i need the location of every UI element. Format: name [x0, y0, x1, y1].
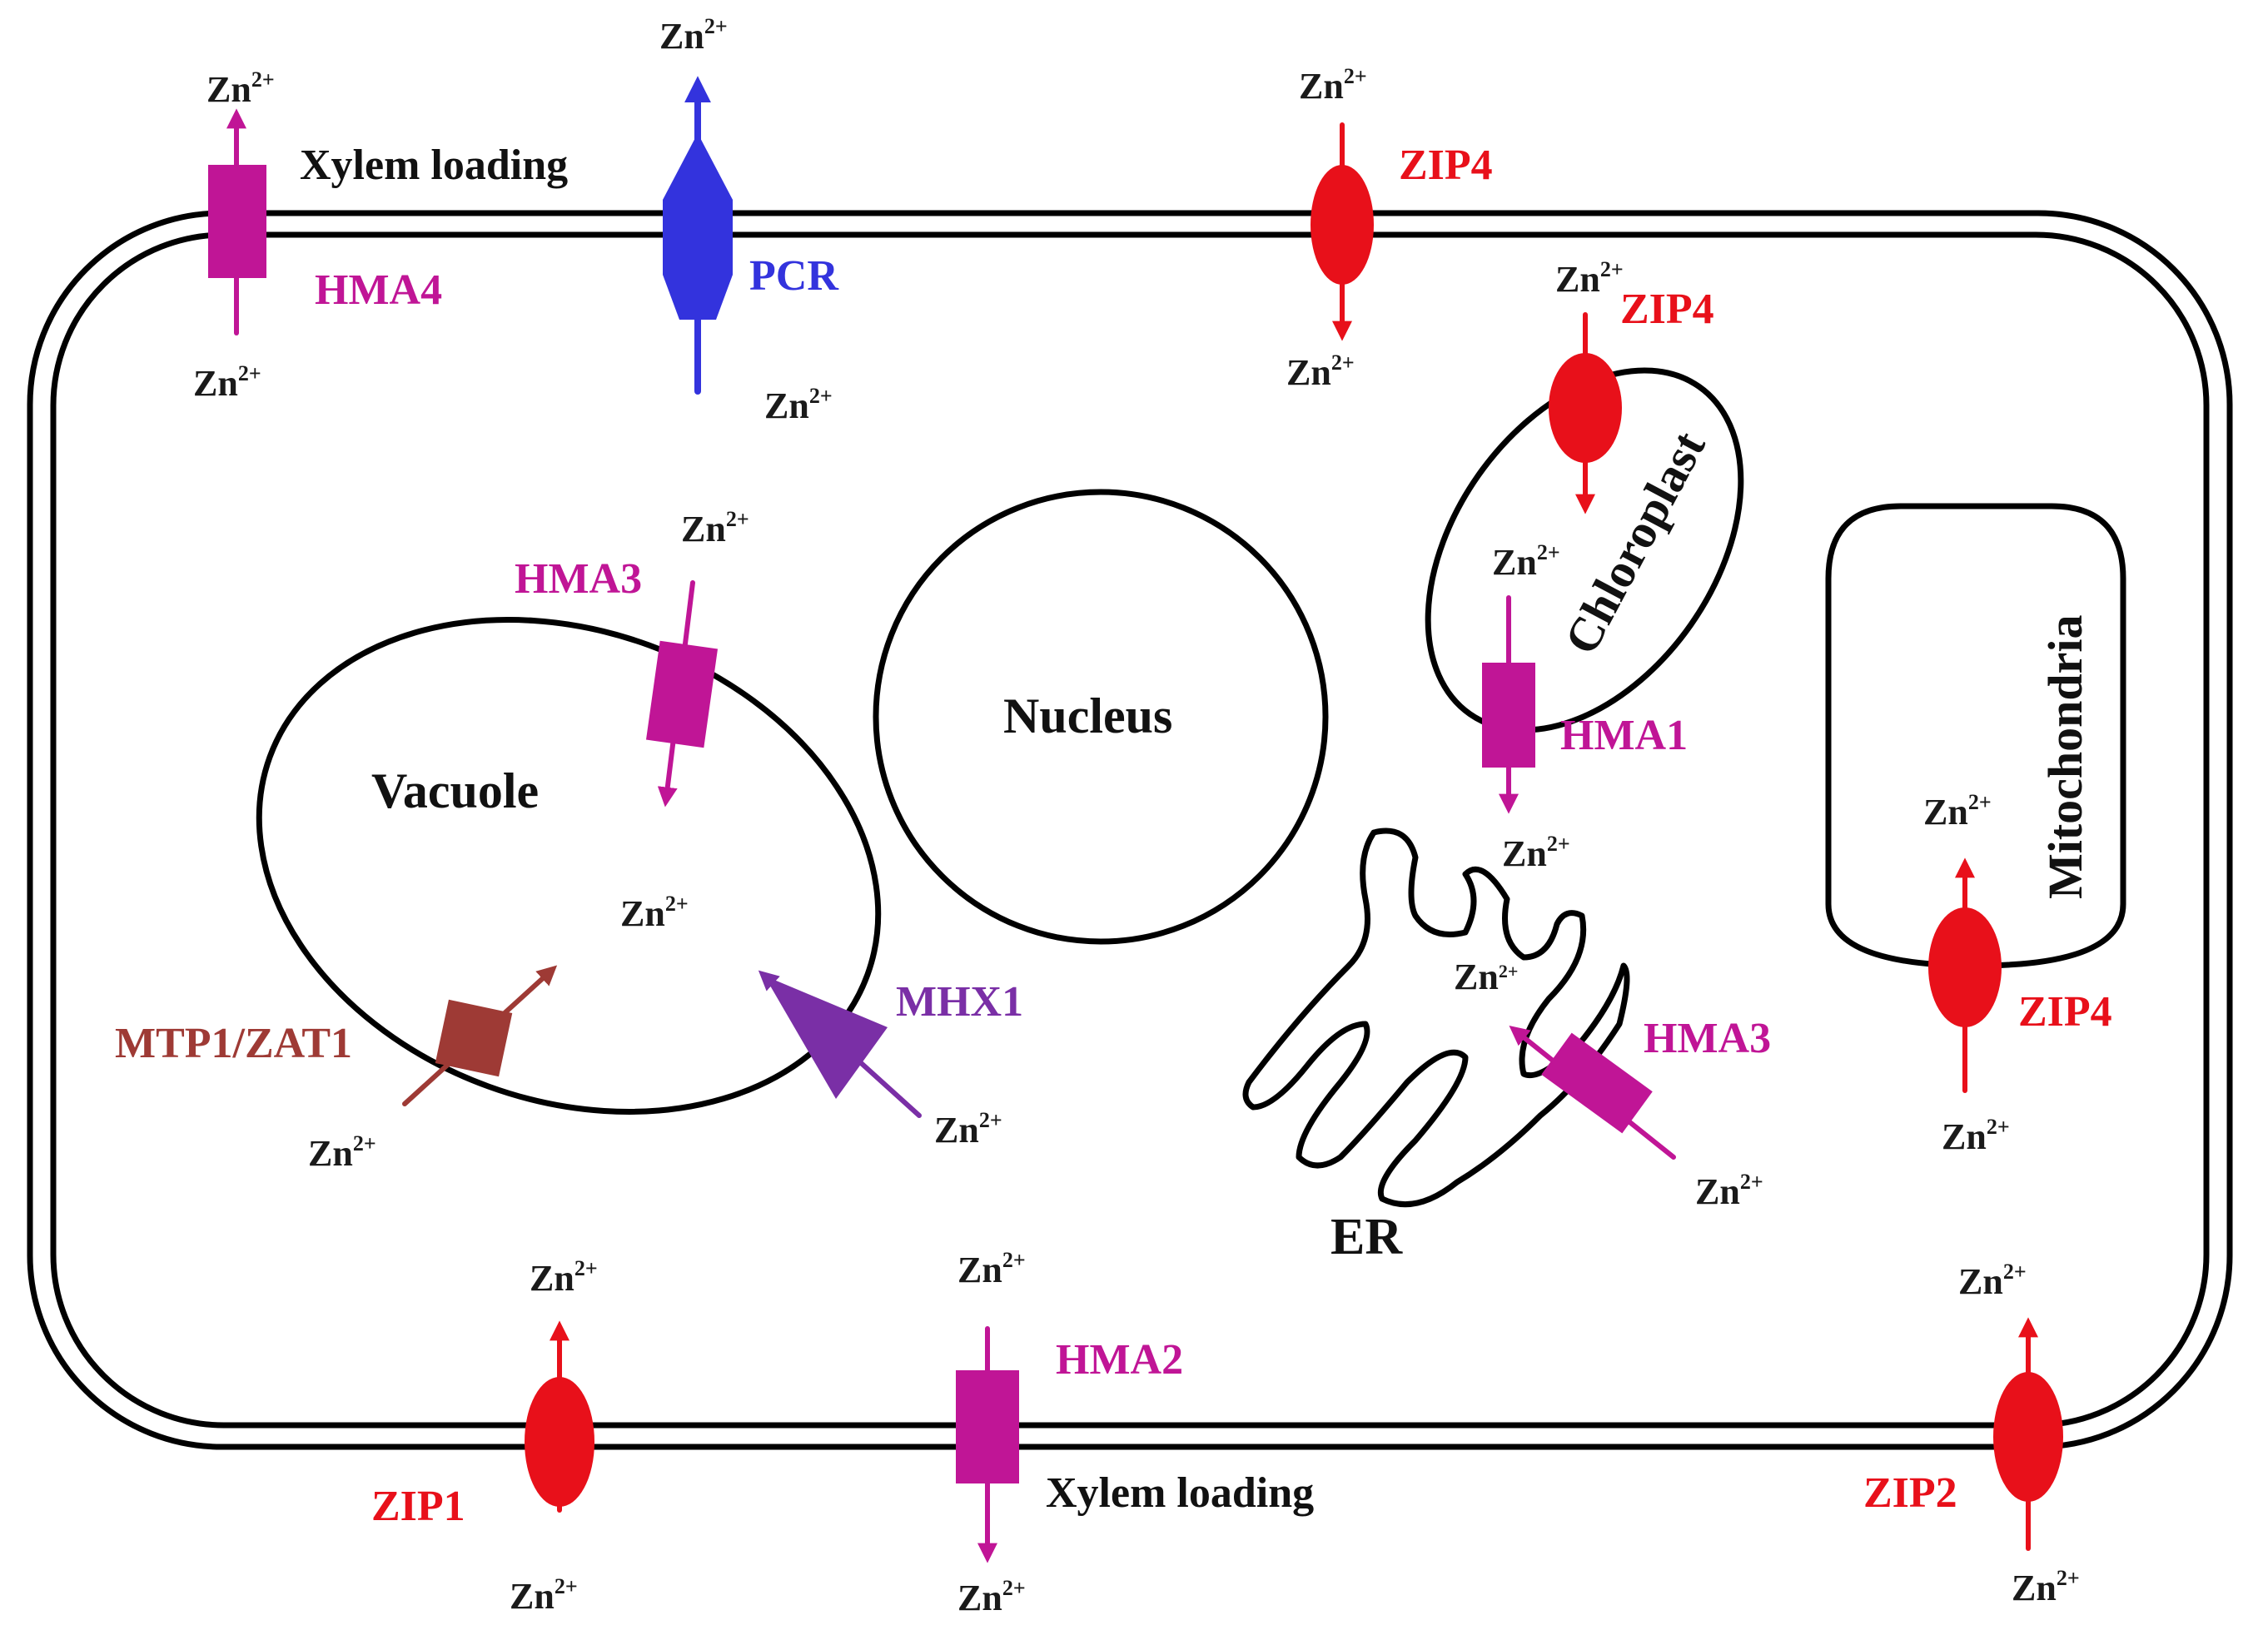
pcr-label: PCR	[749, 252, 839, 300]
pcr-transporter	[663, 133, 733, 320]
pcr-zn-in: Zn2+	[764, 384, 833, 426]
hma1-zn-in: Zn2+	[1492, 540, 1560, 583]
mhx1-transporter	[764, 976, 888, 1099]
cell-wall-outline	[27, 210, 2233, 1450]
hma2-label: HMA2	[1056, 1336, 1183, 1384]
hma3-er-zn-out: Zn2+	[1695, 1170, 1763, 1212]
mitochondria-label: Mitochondria	[2038, 614, 2092, 899]
nucleus-label: Nucleus	[1003, 688, 1172, 743]
zip4-mito-label: ZIP4	[2018, 988, 2112, 1036]
er-outline	[1242, 827, 1630, 1208]
hma1-label: HMA1	[1560, 712, 1688, 759]
zip2-transporter	[1993, 1372, 2063, 1502]
zip4-top-label: ZIP4	[1399, 142, 1493, 189]
mtp1-zn-out: Zn2+	[308, 1131, 376, 1174]
hma3-er-label: HMA3	[1644, 1015, 1771, 1062]
hma2-zn-out: Zn2+	[957, 1576, 1026, 1618]
zip4-chloro-transporter	[1549, 353, 1622, 463]
vacuole-outline	[256, 617, 882, 1115]
mitochondria-outline	[1825, 503, 2126, 969]
zip4-chloro-zn-out: Zn2+	[1555, 257, 1624, 300]
zip1-transporter	[525, 1377, 594, 1507]
hma3-vac-label: HMA3	[515, 555, 642, 603]
hma4-zn-out: Zn2+	[206, 67, 275, 110]
er-label: ER	[1330, 1209, 1403, 1265]
chloroplast-outline	[1425, 367, 1744, 733]
hma1-zn-out: Zn2+	[1502, 832, 1570, 874]
hma2-zn-in: Zn2+	[957, 1248, 1026, 1290]
zip4-mito-zn-in: Zn2+	[1923, 790, 1992, 832]
zip4-top-transporter	[1311, 165, 1374, 285]
plasma-membrane-outline	[50, 231, 2210, 1429]
zip1-zn-in: Zn2+	[530, 1256, 598, 1299]
hma3-vac-transporter	[645, 640, 719, 748]
mhx1-label: MHX1	[896, 978, 1023, 1026]
zip4-mito-zn-out: Zn2+	[1942, 1115, 2010, 1157]
hma1-transporter	[1482, 663, 1535, 768]
zip4-chloro-label: ZIP4	[1620, 286, 1714, 333]
zip4-top-zn-out: Zn2+	[1299, 64, 1367, 107]
hma3-er-transporter	[1541, 1032, 1653, 1134]
zip1-label: ZIP1	[371, 1483, 465, 1530]
hma4-zn-in: Zn2+	[193, 361, 261, 404]
xylem-loading-bottom: Xylem loading	[1046, 1469, 1314, 1517]
xylem-loading-top: Xylem loading	[300, 142, 568, 189]
zip4-mito-transporter	[1928, 907, 2002, 1027]
mtp1-transporter	[435, 999, 513, 1077]
er-zn: Zn2+	[1454, 957, 1518, 997]
hma4-transporter	[208, 165, 266, 278]
zip2-label: ZIP2	[1863, 1469, 1957, 1517]
zip4-top-zn-in: Zn2+	[1286, 350, 1355, 393]
zip1-zn-out: Zn2+	[510, 1574, 578, 1617]
mtp1-label: MTP1/ZAT1	[115, 1020, 352, 1067]
hma2-transporter	[956, 1370, 1019, 1483]
hma4-label: HMA4	[315, 266, 442, 314]
hma3-vac-zn-out: Zn2+	[681, 507, 749, 549]
vacuole-label: Vacuole	[371, 763, 539, 818]
mhx1-zn-out: Zn2+	[934, 1108, 1002, 1150]
zip2-zn-out: Zn2+	[2012, 1566, 2080, 1608]
pcr-zn-out: Zn2+	[659, 14, 728, 57]
nucleus-outline	[873, 489, 1329, 945]
zip2-zn-in: Zn2+	[1958, 1260, 2027, 1302]
vacuole-zn: Zn2+	[620, 892, 689, 934]
